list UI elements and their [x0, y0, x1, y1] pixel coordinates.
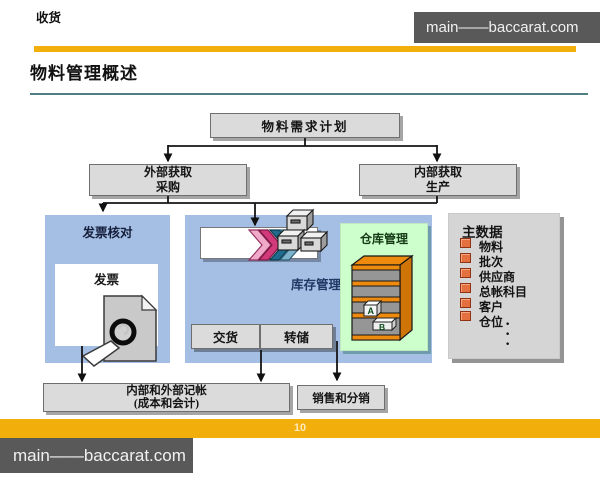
internal-production-box: 内部获取 生产: [359, 164, 517, 196]
sales-distribution-box: 销售和分销: [297, 385, 385, 410]
bullet-square-icon: [460, 283, 471, 293]
delivery-box: 交货: [191, 324, 260, 349]
master-data-item-material: 物料: [479, 240, 504, 254]
invoice-verification-title: 发票核对: [82, 226, 133, 240]
warehouse-management-title: 仓库管理: [359, 232, 408, 246]
shelf-box-a-label: A: [368, 306, 375, 316]
goods-receipt-arrows-packages-icon: [247, 208, 329, 261]
invoice-label: 发票: [93, 273, 119, 287]
page-number: 10: [293, 422, 307, 434]
external-procurement-box: 外部获取 采购: [89, 164, 247, 196]
title-underline: [30, 93, 588, 95]
master-data-title: 主数据: [462, 225, 503, 240]
master-data-item-vendor: 供应商: [479, 270, 516, 284]
master-data-item-customer: 客户: [479, 300, 504, 314]
inventory-management-title: 库存管理: [290, 278, 341, 292]
shelf-box-b-label: B: [379, 322, 385, 332]
master-data-item-batch: 批次: [479, 255, 504, 269]
master-data-ellipsis: · · ·: [505, 316, 511, 353]
mrp-box: 物料需求计划: [210, 113, 400, 138]
bullet-square-icon: [460, 298, 471, 308]
master-data-item-gl-account: 总帐科目: [479, 285, 528, 299]
master-data-panel: 主数据 物料 批次 供应商 总帐科目 客户 仓位 · · ·: [448, 213, 560, 359]
bullet-square-icon: [460, 268, 471, 278]
slide-title: 物料管理概述: [30, 64, 138, 83]
bullet-square-icon: [460, 253, 471, 263]
transfer-posting-box: 转储: [260, 324, 333, 349]
accounting-box: 内部和外部记帐 (成本和会计): [43, 383, 290, 412]
warehouse-shelf-icon: A B: [350, 254, 414, 342]
bullet-square-icon: [460, 238, 471, 248]
watermark-top: main——baccarat.com: [414, 12, 600, 43]
watermark-bottom: main——baccarat.com: [0, 438, 193, 473]
master-data-item-storage-bin: 仓位: [479, 315, 504, 329]
header-accent-bar: [34, 46, 576, 52]
goods-receipt-label: 收货: [36, 11, 62, 25]
footer-accent-bar: 10: [0, 419, 600, 438]
bullet-square-icon: [460, 311, 471, 321]
invoice-document-magnifier-icon: [81, 294, 158, 367]
